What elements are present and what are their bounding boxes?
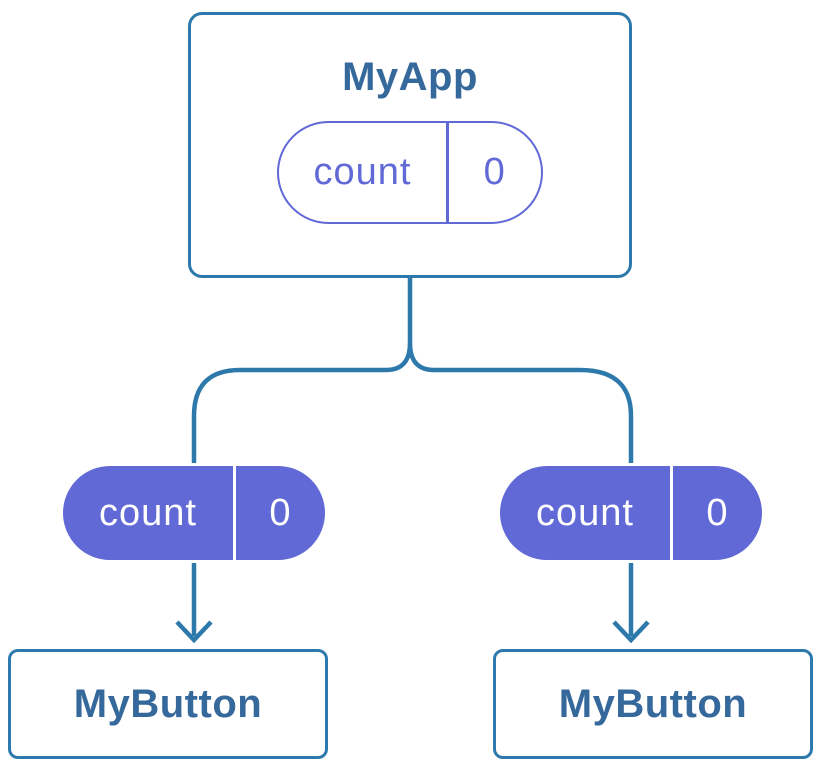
pill-divider bbox=[670, 466, 673, 560]
prop-name-label: count bbox=[99, 491, 197, 534]
myapp-component-node: MyApp count 0 bbox=[188, 12, 632, 278]
component-title: MyButton bbox=[73, 682, 263, 726]
mybutton-component-node-left: MyButton bbox=[8, 649, 328, 759]
prop-pill-left: count 0 bbox=[60, 463, 328, 563]
connector-right-branch bbox=[407, 342, 634, 636]
state-value: 0 bbox=[483, 151, 506, 193]
pill-divider bbox=[233, 466, 236, 560]
prop-name-label: count bbox=[536, 491, 634, 534]
state-name-label: count bbox=[313, 151, 412, 193]
pill-divider bbox=[446, 123, 449, 222]
component-title: MyApp bbox=[342, 55, 478, 99]
prop-pill-right: count 0 bbox=[497, 463, 765, 563]
prop-value: 0 bbox=[269, 491, 292, 534]
arrowhead-down-icon bbox=[175, 620, 213, 644]
connector-left-branch bbox=[191, 277, 413, 636]
prop-value: 0 bbox=[706, 491, 729, 534]
arrowhead-down-icon bbox=[612, 620, 650, 644]
component-title: MyButton bbox=[558, 682, 748, 726]
mybutton-component-node-right: MyButton bbox=[493, 649, 813, 759]
state-pill: count 0 bbox=[277, 121, 543, 224]
